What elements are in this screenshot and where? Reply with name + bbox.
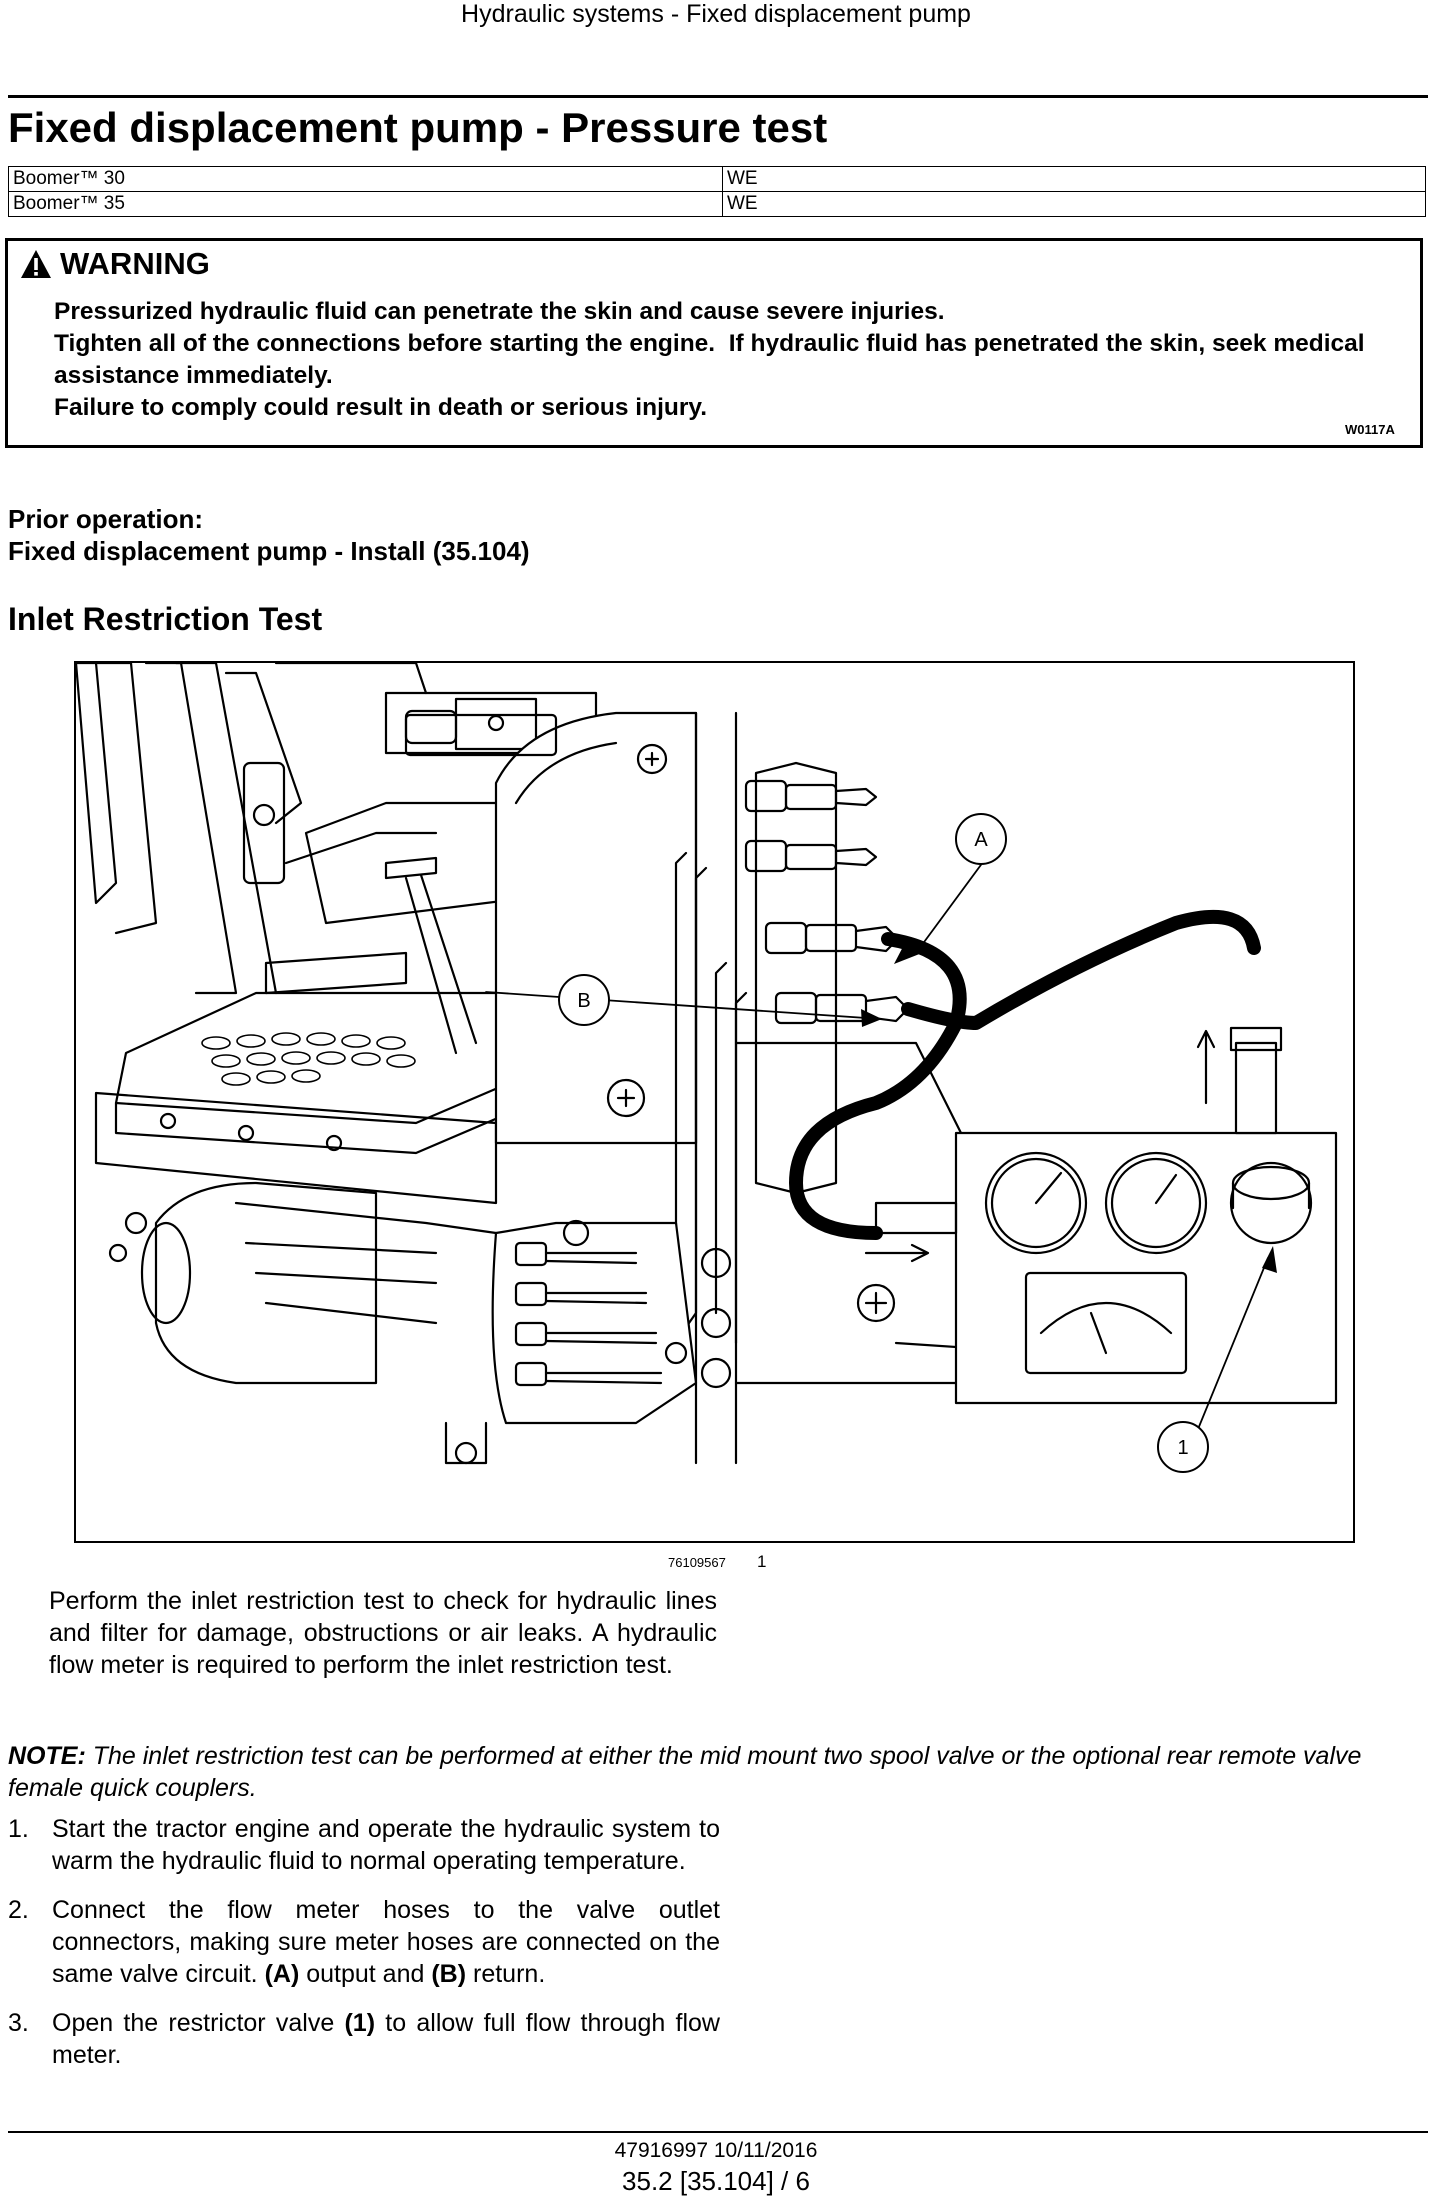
warning-triangle-icon — [21, 250, 51, 278]
figure-code: 76109567 — [668, 1555, 726, 1570]
figure-illustration: A B 1 — [74, 661, 1355, 1543]
model-name: Boomer™ 35 — [8, 191, 723, 217]
section-title: Inlet Restriction Test — [8, 601, 323, 637]
step-text-part: Open the restrictor valve — [52, 2009, 345, 2037]
header-rule — [8, 95, 1428, 98]
step-text-part: output and — [299, 1960, 432, 1988]
model-name: Boomer™ 30 — [8, 166, 723, 192]
callout-1: 1 — [1157, 1421, 1209, 1473]
page-title: Fixed displacement pump - Pressure test — [8, 104, 828, 151]
step-number: 3. — [8, 2009, 29, 2037]
prior-operation: Prior operation: Fixed displacement pump… — [8, 503, 530, 567]
step-text: Open the restrictor valve (1) to allow f… — [52, 2009, 720, 2069]
step-reference: (A) — [264, 1960, 300, 1988]
note-label: NOTE: — [8, 1742, 86, 1770]
callout-a: A — [955, 813, 1007, 865]
model-code: WE — [722, 191, 1426, 217]
warning-code: W0117A — [1345, 422, 1395, 437]
step-text-part: Start the tractor engine and operate the… — [52, 1815, 720, 1875]
footer-rule — [8, 2131, 1428, 2133]
step-reference: (1) — [344, 2009, 376, 2037]
procedure-step: 1. Start the tractor engine and operate t… — [8, 1813, 720, 1877]
svg-text:A: A — [974, 829, 988, 851]
warning-line: Pressurized hydraulic fluid can penetrat… — [54, 298, 945, 325]
step-number: 2. — [8, 1896, 29, 1924]
warning-line: Failure to comply could result in death … — [54, 394, 707, 421]
procedure-step: 3. Open the restrictor valve (1) to allow… — [8, 2007, 720, 2071]
footer-page-number: 35.2 [35.104] / 6 — [622, 2166, 810, 2196]
step-text-part: Connect the flow meter hoses to the valv… — [52, 1896, 720, 1988]
step-text: Connect the flow meter hoses to the valv… — [52, 1896, 720, 1988]
note-text: The inlet restriction test can be perfor… — [8, 1742, 1362, 1802]
step-text-part: to allow full flow through flow meter. — [52, 2009, 720, 2069]
procedure-step: 2. Connect the flow meter hoses to the va… — [8, 1894, 720, 1990]
warning-text: Pressurized hydraulic fluid can penetrat… — [54, 296, 1394, 424]
warning-line: Tighten all of the connections before st… — [54, 330, 1372, 389]
running-header: Hydraulic systems - Fixed displacement p… — [461, 0, 971, 28]
figure-number: 1 — [757, 1552, 767, 1571]
tractor-hydraulic-illustration — [76, 663, 1338, 1465]
callout-b: B — [558, 974, 610, 1026]
svg-text:1: 1 — [1177, 1437, 1188, 1459]
footer-doc-code: 47916997 10/11/2016 — [614, 2139, 818, 2162]
step-text: Start the tractor engine and operate the… — [52, 1815, 720, 1875]
note-paragraph: NOTE: The inlet restriction test can be … — [8, 1740, 1428, 1804]
step-reference: (B) — [431, 1960, 467, 1988]
prior-operation-link[interactable]: Fixed displacement pump - Install (35.10… — [8, 536, 530, 566]
warning-box — [5, 238, 1423, 448]
step-text-part: return. — [466, 1960, 546, 1988]
prior-operation-label: Prior operation: — [8, 504, 204, 534]
warning-heading: WARNING — [20, 246, 210, 282]
figure-callouts: A B 1 — [558, 813, 1209, 1473]
warning-label: WARNING — [60, 246, 210, 281]
step-number: 1. — [8, 1815, 29, 1843]
svg-text:B: B — [577, 990, 590, 1012]
model-code: WE — [722, 166, 1426, 192]
intro-paragraph: Perform the inlet restriction test to ch… — [49, 1587, 717, 1679]
procedure-steps: 1. Start the tractor engine and operate t… — [8, 1813, 720, 2088]
